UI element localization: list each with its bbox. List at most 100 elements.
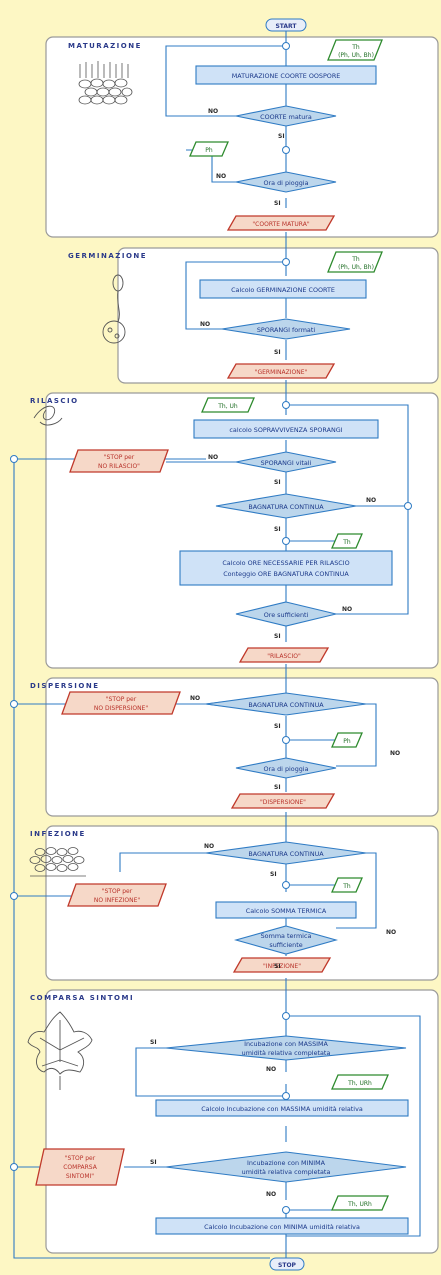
stop-terminal: STOP: [269, 1257, 305, 1271]
decision-coorte-matura: COORTE matura: [235, 105, 337, 127]
connector-lines: [13, 30, 421, 1259]
decision-ora-pioggia-dispersione-label: Ora di pioggia: [263, 765, 308, 773]
input-ph-dispersione: Ph: [331, 732, 363, 748]
stop-no-infezione-line2: NO INFEZIONE": [94, 897, 141, 904]
decision-sporangi-formati: SPORANGI formati: [221, 318, 351, 340]
process-maturazione-label: MATURAZIONE COORTE OOSPORE: [232, 72, 341, 80]
stop-no-rilascio: "STOP per NO RILASCIO": [69, 449, 169, 473]
sporangium-illustration: [33, 405, 63, 426]
label-no-germinazione: NO: [200, 321, 210, 328]
section-title-germinazione: GERMINAZIONE: [68, 252, 147, 260]
input-rilascio-label: Th, Uh: [217, 403, 238, 410]
input-maturazione: Th (Ph, Uh, Bh): [327, 39, 383, 61]
label-no-somma: NO: [386, 929, 396, 936]
process-incubazione-minima: Calcolo Incubazione con MINIMA umidità r…: [155, 1217, 409, 1235]
stop-no-rilascio-line1: "STOP per: [104, 454, 135, 461]
input-th-infezione-label: Th: [342, 883, 351, 890]
stop-label: STOP: [278, 1262, 297, 1269]
vine-leaf-illustration: [27, 1011, 93, 1090]
process-somma-termica: Calcolo SOMMA TERMICA: [215, 901, 357, 919]
label-si-pioggia-dispersione: SI: [274, 784, 281, 791]
label-no-bagnatura-infezione: NO: [204, 843, 214, 850]
start-terminal: START: [265, 18, 307, 32]
decision-incubazione-massima-line1: Incubazione con MASSIMA: [244, 1040, 328, 1048]
input-th-infezione: Th: [331, 877, 363, 893]
input-rilascio: Th, Uh: [201, 397, 255, 413]
label-no-ore: NO: [342, 606, 352, 613]
stop-comparsa-sintomi: "STOP per COMPARSA SINTOMI": [35, 1148, 125, 1186]
process-sopravvivenza-label: calcolo SOPRAVVIVENZA SPORANGI: [229, 426, 342, 434]
panel-germinazione: [117, 247, 439, 384]
process-incubazione-massima-label: Calcolo Incubazione con MASSIMA umidità …: [201, 1105, 363, 1113]
process-sopravvivenza: calcolo SOPRAVVIVENZA SPORANGI: [193, 419, 379, 439]
label-no-sporangi: NO: [208, 454, 218, 461]
label-no-massima: NO: [266, 1066, 276, 1073]
process-maturazione: MATURAZIONE COORTE OOSPORE: [195, 65, 377, 85]
input-ph-maturazione: Ph: [189, 141, 229, 157]
decision-bagnatura-rilascio: BAGNATURA CONTINUA: [215, 493, 357, 519]
output-infezione: "INFEZIONE": [232, 957, 332, 973]
process-somma-termica-label: Calcolo SOMMA TERMICA: [246, 907, 327, 915]
decision-sporangi-vitali: SPORANGI vitali: [235, 451, 337, 473]
label-si-maturazione: SI: [278, 133, 285, 140]
output-dispersione: "DISPERSIONE": [230, 793, 336, 809]
section-title-rilascio: RILASCIO: [30, 397, 79, 405]
process-incubazione-minima-label: Calcolo Incubazione con MINIMA umidità r…: [204, 1223, 360, 1231]
output-germinazione-label: "GERMINAZIONE": [255, 369, 308, 376]
decision-ore-sufficienti-label: Ore sufficienti: [264, 611, 309, 619]
input-germinazione-line2: (Ph, Uh, Bh): [338, 264, 374, 271]
section-title-dispersione: DISPERSIONE: [30, 682, 100, 690]
decision-bagnatura-rilascio-label: BAGNATURA CONTINUA: [248, 503, 324, 511]
output-rilascio: "RILASCIO": [238, 647, 330, 663]
oospore-illustration: [78, 61, 133, 105]
decision-somma-sufficiente: Somma termica sufficiente: [233, 925, 339, 955]
stop-comparsa-line3: SINTOMI": [66, 1173, 94, 1180]
label-si-somma: SI: [274, 963, 281, 970]
output-dispersione-label: "DISPERSIONE": [260, 799, 306, 806]
input-th-rilascio: Th: [331, 533, 363, 549]
input-maturazione-line1: Th: [351, 44, 360, 51]
process-ore-rilascio: Calcolo ORE NECESSARIE PER RILASCIO Cont…: [179, 550, 393, 586]
leaf-tissue-illustration: [29, 847, 86, 877]
stop-no-dispersione-line1: "STOP per: [106, 696, 137, 703]
decision-ore-sufficienti: Ore sufficienti: [235, 601, 337, 627]
panel-comparsa: [45, 989, 439, 1254]
decision-incubazione-massima-line2: umidità relativa completata: [242, 1049, 331, 1057]
junction-circles: [10, 42, 412, 1214]
input-maturazione-line2: (Ph, Uh, Bh): [338, 52, 374, 59]
section-panels: [45, 36, 439, 1254]
decision-bagnatura-infezione: BAGNATURA CONTINUA: [205, 841, 367, 865]
branch-labels: NO SI NO SI NO SI NO SI NO SI NO SI NO S…: [150, 108, 400, 1198]
section-title-infezione: INFEZIONE: [30, 830, 86, 838]
decision-ora-pioggia-dispersione: Ora di pioggia: [235, 757, 337, 779]
section-title-comparsa: COMPARSA SINTOMI: [30, 994, 134, 1002]
output-coorte-matura: "COORTE MATURA": [226, 215, 336, 231]
label-no-minima: NO: [266, 1191, 276, 1198]
decision-incubazione-minima-line1: Incubazione con MINIMA: [247, 1159, 326, 1167]
decision-bagnatura-dispersione: BAGNATURA CONTINUA: [205, 692, 367, 716]
label-no-bagnatura-rilascio: NO: [366, 497, 376, 504]
process-ore-rilascio-line1: Calcolo ORE NECESSARIE PER RILASCIO: [222, 559, 349, 567]
label-si-bagnatura-rilascio: SI: [274, 526, 281, 533]
label-no-pioggia-dispersione: NO: [390, 750, 400, 757]
label-si-pioggia-maturazione: SI: [274, 200, 281, 207]
stop-no-dispersione-line2: NO DISPERSIONE": [94, 705, 148, 712]
label-no-maturazione: NO: [208, 108, 218, 115]
decision-bagnatura-infezione-label: BAGNATURA CONTINUA: [248, 850, 324, 858]
decision-sporangi-vitali-label: SPORANGI vitali: [261, 459, 312, 467]
process-incubazione-massima: Calcolo Incubazione con MASSIMA umidità …: [155, 1099, 409, 1117]
input-th-urh-massima-label: Th, URh: [347, 1080, 372, 1087]
input-germinazione: Th (Ph, Uh, Bh): [327, 251, 383, 273]
process-germinazione-label: Calcolo GERMINAZIONE COORTE: [231, 286, 335, 294]
label-si-massima: SI: [150, 1039, 157, 1046]
label-si-bagnatura-infezione: SI: [270, 871, 277, 878]
input-germinazione-line1: Th: [351, 256, 360, 263]
label-si-sporangi: SI: [274, 479, 281, 486]
label-si-ore: SI: [274, 633, 281, 640]
output-coorte-matura-label: "COORTE MATURA": [252, 221, 309, 228]
section-title-maturazione: MATURAZIONE: [68, 42, 142, 50]
label-si-minima: SI: [150, 1159, 157, 1166]
input-ph-dispersione-label: Ph: [343, 738, 351, 745]
label-no-bagnatura-dispersione: NO: [190, 695, 200, 702]
